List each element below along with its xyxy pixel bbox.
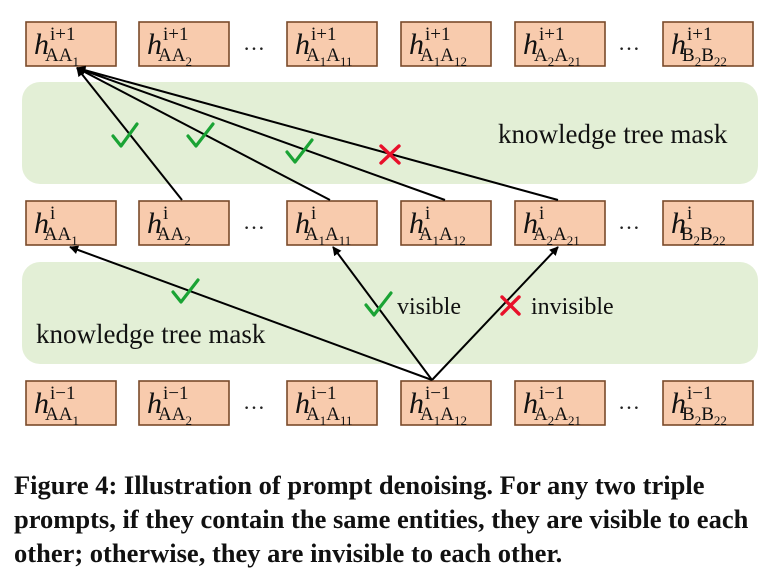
visibility-marks [111, 122, 521, 317]
edge-bottom-a1a12-to-a2a21 [431, 246, 559, 381]
attention-edges [69, 65, 559, 381]
check-mark-2 [186, 122, 215, 148]
edge-bottom-a1a12-to-a1a11 [332, 246, 433, 381]
check-mark-4 [171, 278, 200, 304]
ellipsis-top-1: … [243, 30, 265, 55]
ellipsis-bottom-2: … [618, 389, 640, 414]
check-mark-legend [364, 291, 393, 317]
check-mark-1 [111, 122, 139, 148]
cross-mark-1 [379, 144, 401, 165]
edge-a1a12-to-aa1 [76, 66, 446, 201]
legend-invisible-label: invisible [531, 294, 614, 320]
knowledge-tree-mask-band-top [22, 82, 758, 184]
cross-mark-legend [500, 295, 521, 316]
prompt-denoising-diagram: knowledge tree mask knowledge tree mask … [22, 21, 758, 428]
figure-caption: Figure 4: Illustration of prompt denoisi… [14, 470, 749, 568]
knowledge-tree-mask-band-bottom [22, 262, 758, 364]
edge-bottom-a1a12-to-aa1 [69, 245, 433, 381]
ellipsis-bottom-1: … [243, 389, 265, 414]
edge-a2a21-to-aa1 [76, 65, 559, 201]
check-mark-3 [285, 138, 314, 164]
band-top-label: knowledge tree mask [498, 119, 728, 149]
ellipsis-middle-2: … [618, 209, 640, 234]
legend-visible-label: visible [397, 294, 461, 320]
band-bottom-label: knowledge tree mask [36, 319, 266, 349]
ellipsis-middle-1: … [243, 209, 265, 234]
ellipsis-top-2: … [618, 30, 640, 55]
